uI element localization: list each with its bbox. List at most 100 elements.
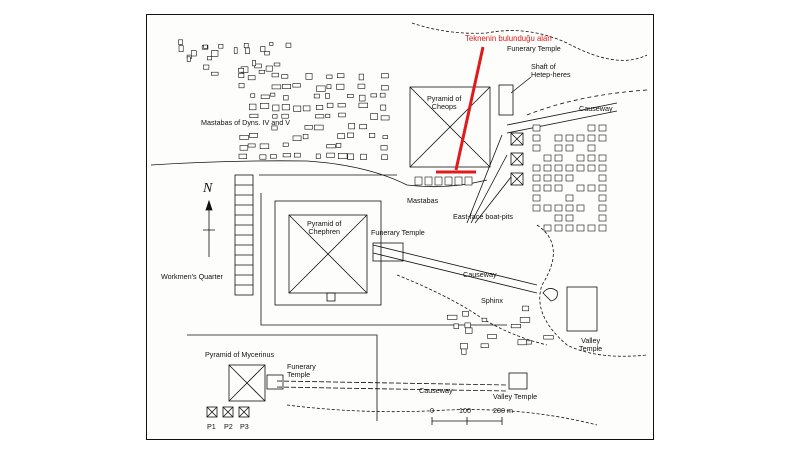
mastaba — [454, 176, 463, 186]
pyramid-mycerinus — [228, 364, 266, 402]
mastaba — [347, 94, 354, 98]
mastaba — [554, 184, 563, 192]
mastaba — [380, 145, 388, 151]
mastaba — [532, 204, 541, 212]
contour-east — [526, 89, 648, 116]
mastaba — [576, 134, 585, 142]
mastaba — [598, 204, 607, 212]
mastaba — [554, 224, 563, 232]
mastaba — [272, 114, 278, 119]
mastaba — [178, 45, 184, 52]
chephren-satellite — [326, 292, 336, 302]
east-boat-pits — [510, 132, 524, 186]
mastaba — [271, 125, 278, 131]
north-arrow-lines — [203, 207, 215, 257]
causeway-mycerinus — [276, 380, 508, 386]
mastaba — [282, 84, 291, 90]
mastaba — [510, 323, 522, 329]
mastaba — [358, 102, 368, 108]
mastaba — [239, 135, 249, 140]
north-arrow-head — [205, 199, 213, 211]
label-pyramid-mycerinus: Pyramid of Mycerinus — [205, 350, 275, 359]
label-pyramid-cheops: Pyramid of Cheops — [427, 94, 462, 111]
mastaba — [326, 74, 333, 79]
causeway-chephren-edge — [372, 252, 538, 294]
mastaba — [598, 124, 607, 132]
mastaba — [554, 144, 563, 152]
causeway-mycerinus-edge — [276, 386, 508, 392]
scale-tick-200: 200 m — [493, 406, 513, 415]
site-map: Teknenin bulunduğu alan Funerary Temple … — [146, 14, 654, 440]
label-funerary-temple-mycerinus: Funerary Temple — [287, 362, 316, 379]
mastaba — [543, 164, 552, 172]
label-pyramid-chephren: Pyramid of Chephren — [307, 219, 342, 236]
label-mastabas-dyns: Mastabas of Dyns. IV and V — [201, 118, 291, 127]
mastaba — [203, 64, 210, 70]
mycerinus-enclosure — [187, 334, 378, 421]
mastaba — [576, 204, 585, 212]
mastaba — [238, 153, 247, 159]
mastaba — [576, 184, 585, 192]
mastaba — [462, 310, 469, 317]
mastaba — [269, 42, 274, 46]
contour-north — [411, 22, 648, 61]
mastaba — [281, 113, 289, 119]
mastaba — [348, 123, 355, 130]
mastaba — [543, 184, 552, 192]
mastaba — [543, 335, 554, 340]
scale-tick-100: 100 — [459, 406, 471, 415]
boat-pit-leaders — [466, 134, 512, 224]
mastaba — [487, 334, 497, 339]
causeway-cheops-edge — [506, 110, 618, 134]
mastaba — [576, 224, 585, 232]
mastaba — [336, 83, 345, 90]
label-p1: P1 — [207, 422, 216, 431]
contour-bottom — [286, 404, 598, 426]
mastaba — [554, 154, 563, 162]
mastaba — [380, 115, 390, 121]
mycerinus-funerary-temple — [266, 374, 284, 390]
mastaba — [587, 224, 596, 232]
mastaba — [178, 39, 183, 45]
mastaba — [370, 113, 378, 120]
mastaba — [294, 152, 301, 158]
sphinx-shape — [542, 288, 558, 302]
mycerinus-valley-temple — [508, 372, 528, 390]
mastaba — [238, 83, 245, 89]
mastaba — [464, 322, 471, 328]
mastaba — [326, 152, 335, 158]
mastaba — [444, 176, 453, 186]
mastaba — [259, 143, 270, 149]
mastaba — [576, 164, 585, 172]
mastaba — [313, 93, 320, 99]
mastaba — [565, 134, 574, 142]
mastaba — [380, 104, 387, 111]
label-p3: P3 — [240, 422, 249, 431]
mastaba — [565, 204, 574, 212]
mastaba — [337, 133, 345, 139]
mastaba — [532, 134, 541, 142]
mastaba — [360, 153, 367, 160]
mastaba — [465, 327, 473, 334]
causeway-cheops — [506, 102, 618, 126]
mastaba — [247, 143, 256, 148]
chephren-funerary-temple — [372, 242, 404, 262]
label-causeway-top: Causeway — [579, 104, 613, 113]
mastaba — [543, 154, 552, 162]
mastaba — [565, 174, 574, 182]
scale-bar-lines — [431, 417, 503, 425]
mastaba — [273, 62, 281, 67]
mastaba — [554, 164, 563, 172]
causeway-chephren — [372, 244, 538, 286]
mastaba — [218, 44, 224, 49]
mastaba — [576, 154, 585, 162]
mastaba — [414, 176, 423, 186]
mastaba — [381, 85, 389, 91]
label-valley-temple-chephren: Valley Temple — [579, 336, 603, 353]
contour-south — [396, 274, 548, 346]
mastaba — [565, 224, 574, 232]
mastaba — [598, 194, 607, 202]
mastaba — [461, 348, 467, 355]
mastaba — [281, 104, 290, 111]
mastaba — [532, 194, 541, 202]
